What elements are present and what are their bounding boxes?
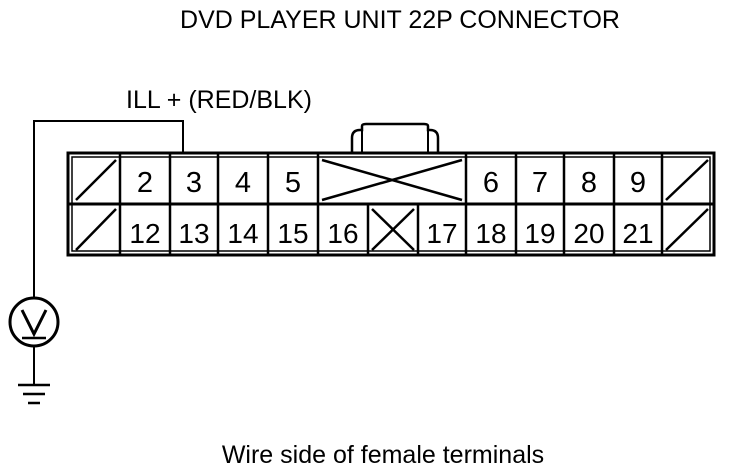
pin-label: 21 (622, 218, 653, 249)
pin-label: 12 (129, 218, 160, 249)
voltmeter-icon (8, 296, 60, 348)
pin-label: 5 (285, 167, 301, 199)
pin-label: 19 (524, 218, 555, 249)
connector-body (66, 151, 716, 257)
blank-cavity (665, 208, 709, 251)
pin-label: 3 (186, 167, 202, 199)
pin-label: 18 (475, 218, 506, 249)
blank-cavity (75, 208, 117, 251)
pin-label: 15 (277, 218, 308, 249)
blank-cavity (75, 159, 117, 201)
probe-wire (33, 120, 184, 298)
pin-label: 2 (137, 167, 153, 199)
blank-cavity-x (371, 208, 415, 251)
pin-label: 7 (532, 167, 548, 199)
pin-label: 14 (227, 218, 258, 249)
top-row (75, 153, 709, 204)
diagram-caption: Wire side of female terminals (222, 441, 544, 469)
ground-icon (18, 383, 50, 405)
wire-label: ILL + (RED/BLK) (126, 86, 312, 114)
connector-latch (350, 122, 440, 153)
pin-label: 13 (178, 218, 209, 249)
top-row-labels: 2 3 4 5 6 7 8 9 (137, 167, 646, 199)
pin-label: 8 (581, 167, 597, 199)
blank-cavity-x (321, 158, 463, 202)
pin-label: 6 (483, 167, 499, 199)
bottom-row (75, 204, 709, 255)
pin-label: 16 (327, 218, 358, 249)
blank-cavity (665, 159, 709, 201)
pin-label: 9 (630, 167, 646, 199)
pin-label: 17 (426, 218, 457, 249)
diagram-title: DVD PLAYER UNIT 22P CONNECTOR (180, 6, 620, 34)
bottom-row-labels: 12 13 14 15 16 17 18 19 20 21 (129, 218, 653, 249)
pin-label: 20 (573, 218, 604, 249)
pin-label: 4 (235, 167, 251, 199)
